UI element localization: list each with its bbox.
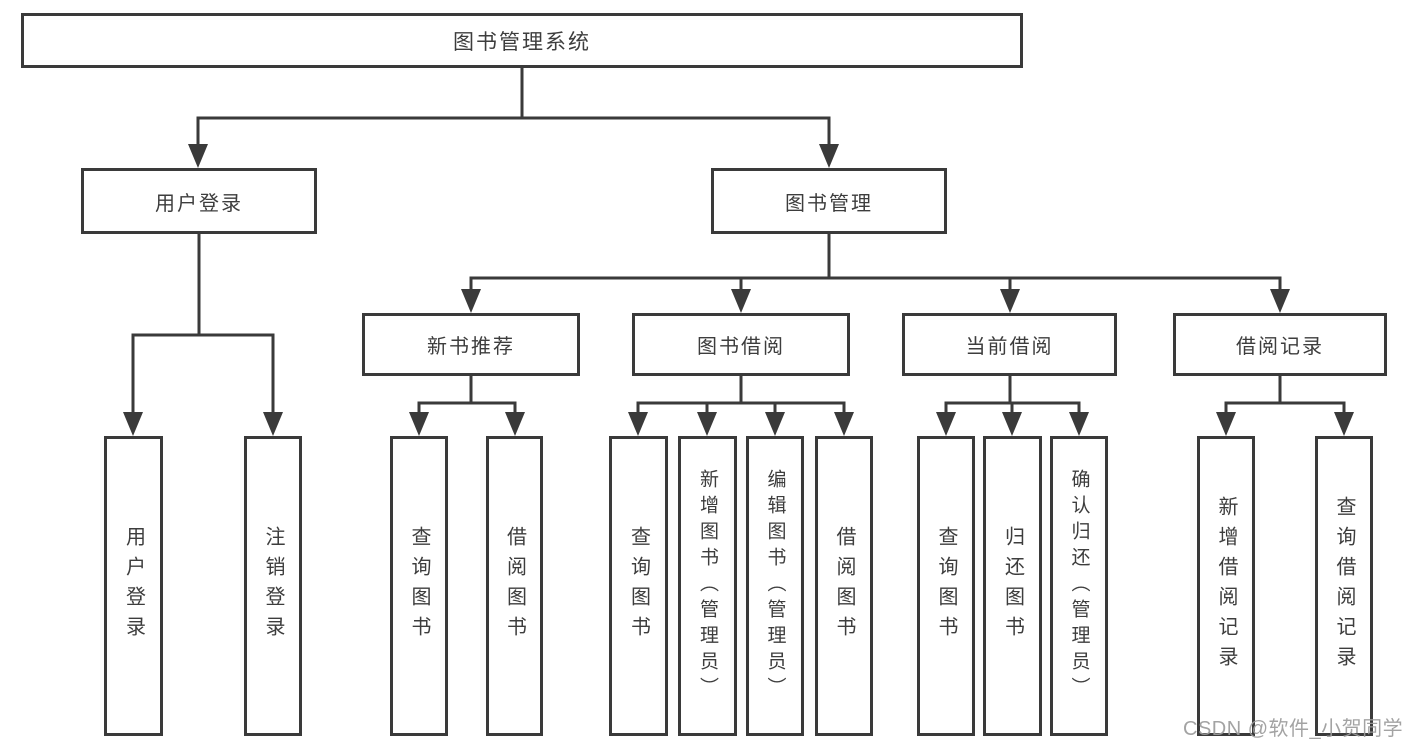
leaf-user-login-label: 用户登录: [122, 526, 145, 646]
leaf-query-books-current-label: 查询图书: [935, 526, 957, 646]
leaf-add-borrow-record-label: 新增借阅记录: [1215, 496, 1237, 676]
leaf-query-books-recommend: 查询图书: [390, 436, 448, 736]
leaf-edit-book-admin: 编辑图书（管理员）: [746, 436, 804, 736]
node-current-borrow-label: 当前借阅: [965, 336, 1054, 358]
node-user-login-label: 用户登录: [155, 192, 243, 215]
node-book-borrow-label: 图书借阅: [697, 336, 785, 358]
leaf-return-book: 归还图书: [983, 436, 1042, 736]
node-new-book-recommend: 新书推荐: [362, 313, 580, 376]
leaf-query-books-recommend-label: 查询图书: [408, 526, 430, 646]
leaf-query-books-current: 查询图书: [917, 436, 975, 736]
watermark: CSDN @软件_小贺同学: [1183, 718, 1404, 740]
node-borrow-record-label: 借阅记录: [1236, 336, 1324, 358]
node-current-borrow: 当前借阅: [902, 313, 1117, 376]
leaf-borrow-books-borrow-label: 借阅图书: [833, 526, 855, 646]
leaf-query-books-borrow-label: 查询图书: [627, 526, 650, 646]
connector-book-borrow-children: [628, 376, 854, 436]
leaf-add-book-admin-label: 新增图书（管理员）: [697, 469, 718, 703]
leaf-query-books-borrow: 查询图书: [609, 436, 668, 736]
leaf-logout: 注销登录: [244, 436, 302, 736]
node-book-borrow: 图书借阅: [632, 313, 850, 376]
connector-book-management-children: [461, 234, 1290, 313]
node-root: 图书管理系统: [21, 13, 1023, 68]
leaf-confirm-return-admin-label: 确认归还（管理员）: [1068, 469, 1090, 703]
leaf-confirm-return-admin: 确认归还（管理员）: [1050, 436, 1108, 736]
leaf-query-borrow-record: 查询借阅记录: [1315, 436, 1373, 736]
connector-current-borrow-children: [936, 376, 1089, 436]
connector-root-to-level1: [188, 66, 839, 168]
node-root-label: 图书管理系统: [453, 30, 591, 54]
leaf-borrow-books-borrow: 借阅图书: [815, 436, 873, 736]
node-new-book-recommend-label: 新书推荐: [427, 336, 515, 358]
leaf-borrow-books-recommend-label: 借阅图书: [503, 526, 526, 646]
leaf-add-book-admin: 新增图书（管理员）: [678, 436, 737, 736]
leaf-edit-book-admin-label: 编辑图书（管理员）: [764, 469, 786, 703]
leaf-logout-label: 注销登录: [262, 526, 284, 646]
leaf-return-book-label: 归还图书: [1001, 526, 1024, 646]
leaf-add-borrow-record: 新增借阅记录: [1197, 436, 1255, 736]
leaf-user-login: 用户登录: [104, 436, 163, 736]
leaf-query-borrow-record-label: 查询借阅记录: [1333, 496, 1355, 676]
connector-borrow-record-children: [1216, 376, 1354, 436]
node-borrow-record: 借阅记录: [1173, 313, 1387, 376]
connector-user-login-children: [123, 234, 283, 436]
node-user-login: 用户登录: [81, 168, 317, 234]
leaf-borrow-books-recommend: 借阅图书: [486, 436, 543, 736]
node-book-management-label: 图书管理: [785, 192, 873, 215]
node-book-management: 图书管理: [711, 168, 947, 234]
connector-new-book-recommend-children: [409, 376, 525, 436]
